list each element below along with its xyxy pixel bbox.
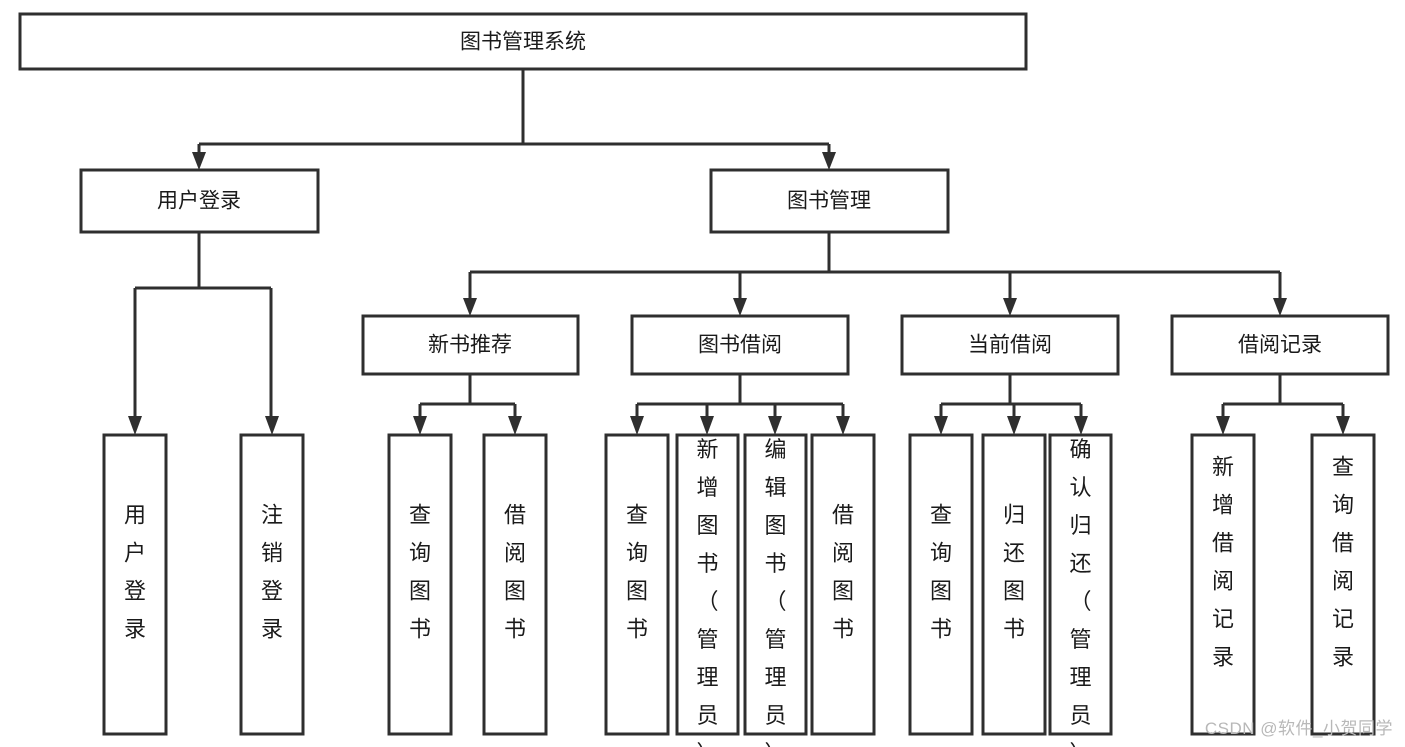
connector-layer <box>128 69 1350 435</box>
arrow-nbr-leaf1 <box>413 416 427 435</box>
arrow-cb-leaf2 <box>1007 416 1021 435</box>
node-leaf-confirm-return-admin-box[interactable] <box>1048 433 1113 736</box>
node-leaf-borrow-book-recommend[interactable]: 借阅图书 <box>482 433 548 736</box>
node-leaf-borrow-book[interactable]: 借阅图书 <box>810 433 876 736</box>
node-new-book-recommend-label: 新书推荐 <box>428 334 512 357</box>
node-user-login[interactable]: 用户登录 <box>79 168 320 234</box>
connector-current-borrow-bus <box>939 374 1083 418</box>
node-current-borrow-box[interactable] <box>900 314 1120 376</box>
node-leaf-query-book[interactable]: 查询图书 <box>604 433 670 736</box>
node-root-box[interactable] <box>18 12 1028 71</box>
node-root[interactable]: 图书管理系统 <box>18 12 1028 71</box>
node-borrow-records[interactable]: 借阅记录 <box>1170 314 1390 376</box>
connector-book-borrow-bus <box>635 374 845 418</box>
node-leaf-logout-login-label: 注销登录 <box>261 503 283 642</box>
arrow-user-login-to-leaf1 <box>128 416 142 435</box>
node-book-borrow-label: 图书借阅 <box>698 334 782 357</box>
node-leaf-edit-book-admin[interactable]: 编辑图书（管理员） <box>743 433 808 747</box>
node-leaf-return-book-box[interactable] <box>981 433 1047 736</box>
node-leaf-logout-login[interactable]: 注销登录 <box>239 433 305 736</box>
node-leaf-confirm-return-admin-label: 确认归还（管理员） <box>1069 437 1091 747</box>
node-leaf-add-book-admin-label: 新增图书（管理员） <box>696 437 718 747</box>
node-leaf-add-borrow-record[interactable]: 新增借阅记录 <box>1190 433 1256 736</box>
arrow-bb-leaf4 <box>836 416 850 435</box>
node-leaf-confirm-return-admin[interactable]: 确认归还（管理员） <box>1048 433 1113 747</box>
node-book-management-box[interactable] <box>709 168 950 234</box>
arrow-to-borrow-records <box>1273 298 1287 316</box>
node-borrow-records-box[interactable] <box>1170 314 1390 376</box>
node-new-book-recommend-box[interactable] <box>361 314 580 376</box>
node-leaf-borrow-book-recommend-label: 借阅图书 <box>504 503 526 642</box>
arrow-bb-leaf2 <box>700 416 714 435</box>
node-leaf-query-borrow-record-label: 查询借阅记录 <box>1332 455 1354 670</box>
node-leaf-user-login-label: 用户登录 <box>124 503 146 642</box>
arrow-root-to-book-management <box>822 152 836 170</box>
node-new-book-recommend[interactable]: 新书推荐 <box>361 314 580 376</box>
arrow-cb-leaf1 <box>934 416 948 435</box>
arrow-br-leaf2 <box>1336 416 1350 435</box>
node-leaf-query-borrow-record[interactable]: 查询借阅记录 <box>1310 433 1376 736</box>
node-leaf-add-book-admin-box[interactable] <box>675 433 740 736</box>
arrow-nbr-leaf2 <box>508 416 522 435</box>
node-leaf-query-book-current[interactable]: 查询图书 <box>908 433 974 736</box>
arrow-root-to-user-login <box>192 152 206 170</box>
node-current-borrow-label: 当前借阅 <box>968 334 1052 357</box>
node-leaf-add-book-admin[interactable]: 新增图书（管理员） <box>675 433 740 747</box>
node-book-management-label: 图书管理 <box>787 190 871 213</box>
node-user-login-box[interactable] <box>79 168 320 234</box>
arrow-bb-leaf1 <box>630 416 644 435</box>
node-leaf-query-book-recommend-label: 查询图书 <box>409 503 431 642</box>
node-leaf-borrow-book-label: 借阅图书 <box>832 503 854 642</box>
node-book-management[interactable]: 图书管理 <box>709 168 950 234</box>
connector-new-book-recommend-bus <box>418 374 517 418</box>
node-leaf-user-login-box[interactable] <box>102 433 168 736</box>
node-leaf-logout-login-box[interactable] <box>239 433 305 736</box>
node-leaf-query-book-recommend-box[interactable] <box>387 433 453 736</box>
arrow-bb-leaf3 <box>768 416 782 435</box>
arrow-to-book-borrow <box>733 298 747 316</box>
node-current-borrow[interactable]: 当前借阅 <box>900 314 1120 376</box>
node-leaf-edit-book-admin-box[interactable] <box>743 433 808 736</box>
node-leaf-user-login[interactable]: 用户登录 <box>102 433 168 736</box>
watermark-text: CSDN @软件_小贺同学 <box>1204 719 1393 738</box>
connector-root-bus <box>197 69 831 152</box>
node-leaf-query-book-current-label: 查询图书 <box>930 503 952 642</box>
node-leaf-add-borrow-record-box[interactable] <box>1190 433 1256 736</box>
arrow-cb-leaf3 <box>1074 416 1088 435</box>
node-leaf-query-book-current-box[interactable] <box>908 433 974 736</box>
node-leaf-add-borrow-record-label: 新增借阅记录 <box>1212 455 1234 670</box>
connector-book-management-bus <box>468 232 1282 300</box>
node-root-label: 图书管理系统 <box>460 31 586 54</box>
node-leaf-borrow-book-recommend-box[interactable] <box>482 433 548 736</box>
node-leaf-edit-book-admin-label: 编辑图书（管理员） <box>764 437 786 747</box>
connector-borrow-records-bus <box>1221 374 1345 418</box>
node-leaf-query-book-box[interactable] <box>604 433 670 736</box>
node-book-borrow[interactable]: 图书借阅 <box>630 314 850 376</box>
leaf-node-layer: 用户登录 注销登录 查询图书 借阅图书 查询图书 新增图书（管理员） 编辑图书（管理员） 借阅… <box>102 433 1376 747</box>
arrow-user-login-to-leaf2 <box>265 416 279 435</box>
node-leaf-return-book[interactable]: 归还图书 <box>981 433 1047 736</box>
node-leaf-query-book-label: 查询图书 <box>626 503 648 642</box>
arrow-to-current-borrow <box>1003 298 1017 316</box>
connector-user-login-bus <box>133 232 273 418</box>
node-leaf-query-book-recommend[interactable]: 查询图书 <box>387 433 453 736</box>
node-user-login-label: 用户登录 <box>157 190 241 213</box>
node-leaf-return-book-label: 归还图书 <box>1003 503 1025 642</box>
node-borrow-records-label: 借阅记录 <box>1238 334 1322 357</box>
arrow-br-leaf1 <box>1216 416 1230 435</box>
node-book-borrow-box[interactable] <box>630 314 850 376</box>
node-leaf-query-borrow-record-box[interactable] <box>1310 433 1376 736</box>
node-leaf-borrow-book-box[interactable] <box>810 433 876 736</box>
arrow-to-new-book-recommend <box>463 298 477 316</box>
